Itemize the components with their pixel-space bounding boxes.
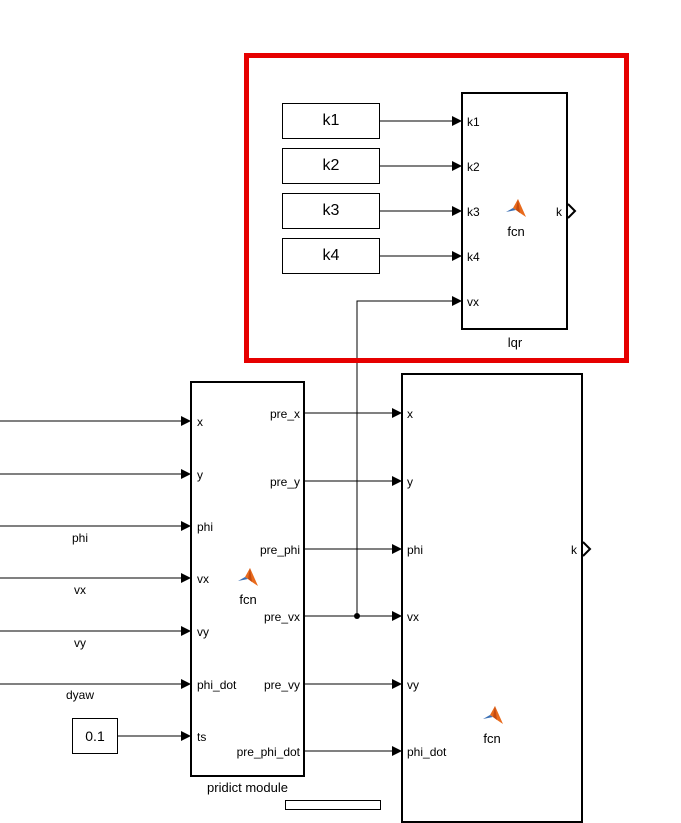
predict-caption: pridict module [207,780,288,795]
predict-fcn-label: fcn [239,592,257,607]
constant-k2[interactable]: k2 [282,148,380,184]
constant-k3-value: k3 [322,202,340,219]
controller-port-vx: vx [407,610,419,624]
lqr-output-port [567,203,577,219]
constant-ts[interactable]: 0.1 [72,718,118,754]
constant-ts-value: 0.1 [85,728,105,744]
controller-port-y: y [407,475,413,489]
controller-port-phi-dot: phi_dot [407,745,447,759]
wire-vx-branch [356,296,462,616]
partial-block-bottom[interactable] [285,800,381,810]
lqr-fcn-label: fcn [507,224,525,239]
predict-port-y: y [197,468,203,482]
controller-output-port [582,541,592,557]
lqr-function-block[interactable] [461,92,568,330]
lqr-port-vx: vx [467,295,479,309]
wiring-layer [0,116,592,756]
predict-port-pre-phi: pre_phi [259,543,300,557]
signal-label-vy: vy [74,636,86,650]
lqr-port-out-k: k [556,205,562,219]
matlab-logo-icon [483,706,503,724]
predict-port-pre-x: pre_x [269,407,300,421]
controller-function-block[interactable] [401,373,583,823]
signal-label-vx: vx [74,583,86,597]
signal-label-dyaw: dyaw [65,688,94,702]
signal-label-phi: phi [71,531,88,545]
constant-k1[interactable]: k1 [282,103,380,139]
constant-k1-value: k1 [322,112,340,129]
predict-port-pre-y: pre_y [269,475,300,489]
predict-port-ts: ts [197,730,207,744]
lqr-port-k2: k2 [467,160,480,174]
predict-port-pre-vy: pre_vy [263,678,300,692]
controller-port-out-k: k [571,543,577,557]
lqr-caption: lqr [507,335,523,350]
highlight-frame [244,53,629,363]
matlab-logo-icon [238,568,258,586]
lqr-port-k1: k1 [467,115,480,129]
predict-port-vy: vy [197,625,209,639]
controller-port-phi: phi [407,543,424,557]
constant-k4-value: k4 [322,247,340,264]
predict-port-x: x [197,415,203,429]
predict-port-vx: vx [197,572,209,586]
predict-port-pre-phi-dot: pre_phi_dot [236,745,300,759]
predict-port-phi: phi [197,520,214,534]
matlab-logo-icon [506,199,526,217]
constant-k3[interactable]: k3 [282,193,380,229]
predict-port-phi-dot: phi_dot [197,678,237,692]
lqr-port-k4: k4 [467,250,480,264]
controller-port-x: x [407,407,413,421]
predict-port-pre-vx: pre_vx [263,610,300,624]
lqr-port-k3: k3 [467,205,480,219]
constant-k4[interactable]: k4 [282,238,380,274]
controller-port-vy: vy [407,678,419,692]
controller-fcn-label: fcn [483,731,501,746]
constant-k2-value: k2 [322,157,340,174]
